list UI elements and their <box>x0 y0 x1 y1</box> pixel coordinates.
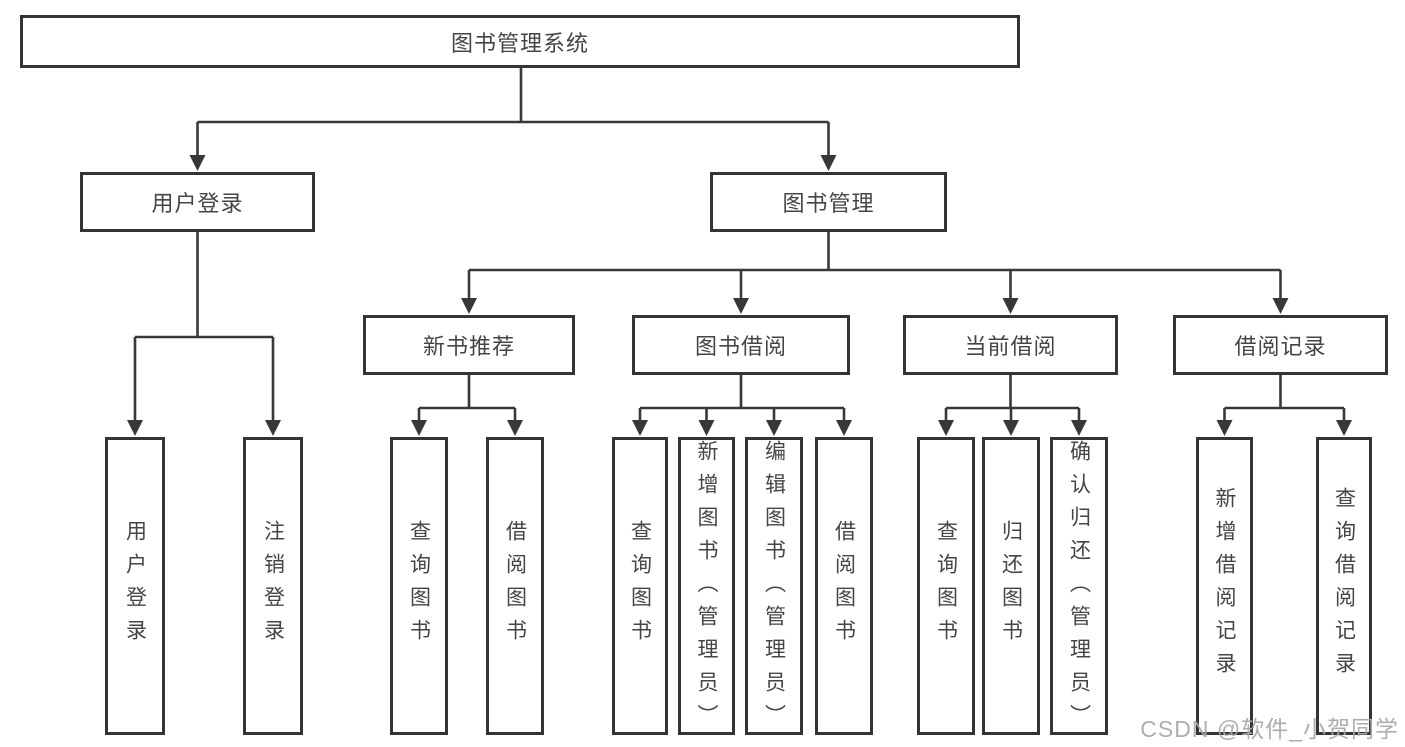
node-leaf-recommend-borrow-books: 借阅图书 <box>486 437 544 735</box>
node-label: 注销登录 <box>261 520 285 652</box>
node-leaf-recommend-query-books: 查询图书 <box>390 437 448 735</box>
node-label: 新增借阅记录 <box>1213 487 1236 685</box>
node-label: 借阅图书 <box>503 520 527 652</box>
node-label: 用户登录 <box>151 191 244 216</box>
node-label: 查询图书 <box>407 520 431 652</box>
node-label: 当前借阅 <box>964 334 1057 359</box>
node-leaf-current-query-books: 查询图书 <box>917 437 975 735</box>
node-label: 用户登录 <box>123 520 147 652</box>
node-new-book-recommend: 新书推荐 <box>363 315 575 375</box>
node-leaf-current-return-books: 归还图书 <box>982 437 1040 735</box>
node-label: 图书管理 <box>782 191 875 216</box>
node-label: 查询图书 <box>628 520 652 652</box>
node-label: 图书借阅 <box>694 334 787 359</box>
node-leaf-records-query-record: 查询借阅记录 <box>1316 437 1372 735</box>
node-leaf-current-confirm-return: 确认归还（管理员） <box>1050 437 1108 737</box>
node-borrow-records: 借阅记录 <box>1173 315 1388 375</box>
node-leaf-records-add-record: 新增借阅记录 <box>1196 437 1253 735</box>
node-label: 编辑图书（管理员） <box>762 440 786 737</box>
node-book-borrow: 图书借阅 <box>632 315 850 375</box>
node-user-login: 用户登录 <box>80 172 315 232</box>
node-label: 确认归还（管理员） <box>1067 440 1091 737</box>
node-label: 查询图书 <box>934 520 958 652</box>
node-label: 归还图书 <box>999 520 1023 652</box>
node-label: 借阅记录 <box>1234 334 1327 359</box>
node-leaf-borrow-borrow-books: 借阅图书 <box>815 437 873 735</box>
node-label: 新书推荐 <box>422 334 515 359</box>
node-leaf-borrow-add-books: 新增图书（管理员） <box>678 437 735 737</box>
node-book-management: 图书管理 <box>710 172 947 232</box>
node-root: 图书管理系统 <box>20 15 1020 68</box>
node-label: 借阅图书 <box>832 520 856 652</box>
node-leaf-borrow-edit-books: 编辑图书（管理员） <box>745 437 803 737</box>
node-label: 新增图书（管理员） <box>695 440 718 737</box>
node-label: 图书管理系统 <box>450 30 589 56</box>
node-leaf-borrow-query-books: 查询图书 <box>612 437 668 735</box>
node-leaf-logout-login: 注销登录 <box>243 437 303 735</box>
node-current-borrow: 当前借阅 <box>903 315 1118 375</box>
node-leaf-user-login: 用户登录 <box>105 437 165 735</box>
watermark: CSDN @软件_小贺同学 <box>1140 716 1399 742</box>
node-label: 查询借阅记录 <box>1332 487 1356 685</box>
